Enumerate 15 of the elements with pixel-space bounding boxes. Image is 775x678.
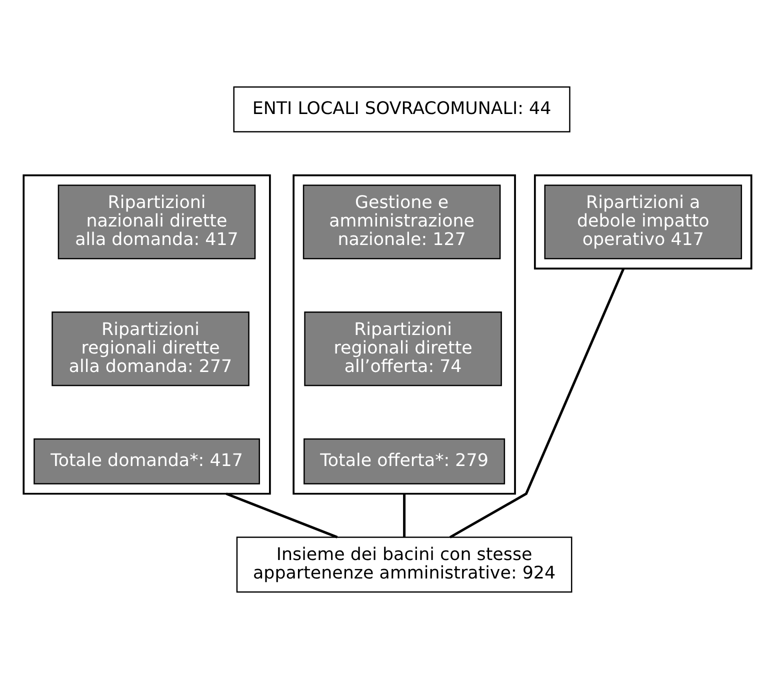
connector: [403, 493, 406, 537]
connector: [226, 492, 338, 538]
node-box: Ripartizioni regionali dirette all’offerta: 74: [304, 311, 502, 386]
connector: [449, 268, 625, 538]
node-box: Gestione e amministrazione nazionale: 127: [302, 184, 501, 259]
node-box: Ripartizioni nazionali dirette alla domanda: 417: [58, 184, 256, 259]
node-box: Ripartizioni a debole impatto operativo 417: [544, 184, 742, 259]
node-box: Totale offerta*: 279: [304, 438, 506, 484]
cluster: [22, 174, 271, 494]
node-box: ENTI LOCALI SOVRACOMUNALI: 44: [233, 86, 570, 132]
node-box: Totale domanda*: 417: [34, 438, 260, 484]
node-box: Insieme dei bacini con stesse appartenenze amministrative: 924: [236, 536, 572, 592]
node-box: Ripartizioni regionali dirette alla domanda: 277: [52, 311, 250, 386]
cluster: [534, 174, 752, 270]
cluster: [292, 174, 516, 494]
